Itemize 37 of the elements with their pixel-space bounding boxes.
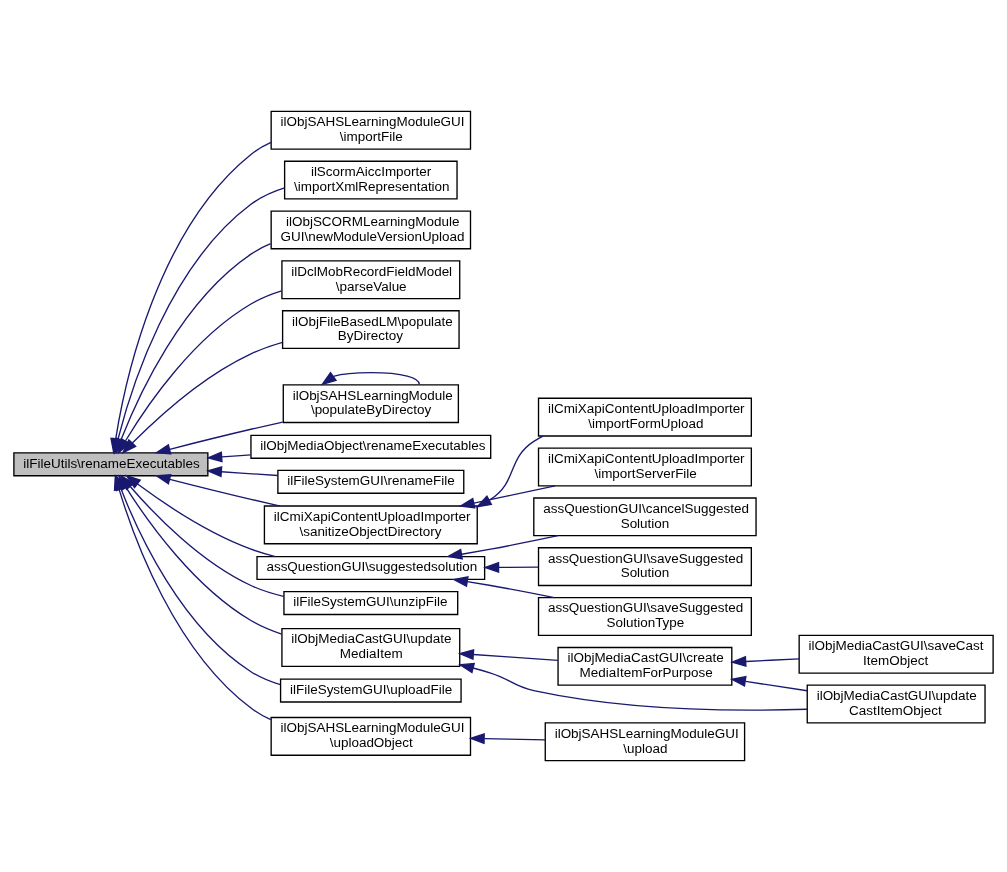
node-box: ilFileSystemGUI\unzipFile	[283, 590, 459, 616]
arrow	[154, 473, 281, 507]
node-box: ilObjSAHSLearningModuleGUI \upload	[544, 722, 746, 762]
node-box: assQuestionGUI\suggestedsolution	[256, 555, 486, 581]
arrow	[121, 341, 284, 455]
node-box: ilObjSAHSLearningModuleGUI \uploadObject	[270, 716, 472, 756]
arrow	[205, 466, 279, 478]
node-box: ilObjMediaCastGUI\update CastItemObject	[806, 684, 986, 724]
node-box: ilObjMediaCastGUI\saveCast ItemObject	[798, 634, 994, 674]
arrow	[458, 662, 808, 711]
node-box: ilFileSystemGUI\renameFile	[277, 469, 465, 494]
arrow	[468, 732, 546, 745]
node-box: ilFileSystemGUI\uploadFile	[279, 678, 462, 703]
node-box: ilObjSAHSLearningModule \populateByDirectoy	[282, 384, 460, 424]
arrow	[206, 451, 252, 463]
node-box: assQuestionGUI\saveSuggested Solution	[537, 547, 752, 587]
arrow	[451, 576, 556, 599]
arrow	[483, 561, 539, 574]
node-box: ilDclMobRecordFieldModel \parseValue	[281, 260, 461, 300]
node-box: assQuestionGUI\cancelSuggested Solution	[533, 497, 757, 537]
node-box: ilObjSCORMLearningModule GUI\newModuleVersionUpload	[270, 210, 472, 250]
node-box: ilCmiXapiContentUploadImporter \sanitizeObjectDirectory	[263, 505, 478, 545]
node-box: ilObjMediaCastGUI\create MediaItemForPurpose	[557, 646, 733, 686]
node-box: ilObjSAHSLearningModuleGUI \importFile	[270, 110, 472, 150]
arrow	[729, 675, 808, 692]
node-box: ilCmiXapiContentUploadImporter \importServerFile	[537, 447, 752, 487]
node-box: ilObjFileBasedLM\populate ByDirectoy	[281, 310, 460, 350]
node-box: ilFileUtils\renameExecutables	[13, 452, 209, 477]
node-box: ilCmiXapiContentUploadImporter \importFormUpload	[537, 397, 752, 437]
arrow	[730, 655, 800, 668]
node-box: ilObjMediaCastGUI\update MediaItem	[281, 627, 461, 667]
node-box: assQuestionGUI\saveSuggested SolutionType	[537, 596, 752, 637]
arrow	[154, 421, 284, 455]
node-box: ilObjMediaObject\renameExecutables	[250, 434, 492, 459]
arrow	[457, 648, 559, 662]
arrow	[320, 371, 420, 386]
node-box: ilScormAiccImporter \importXmlRepresentation	[283, 160, 458, 200]
